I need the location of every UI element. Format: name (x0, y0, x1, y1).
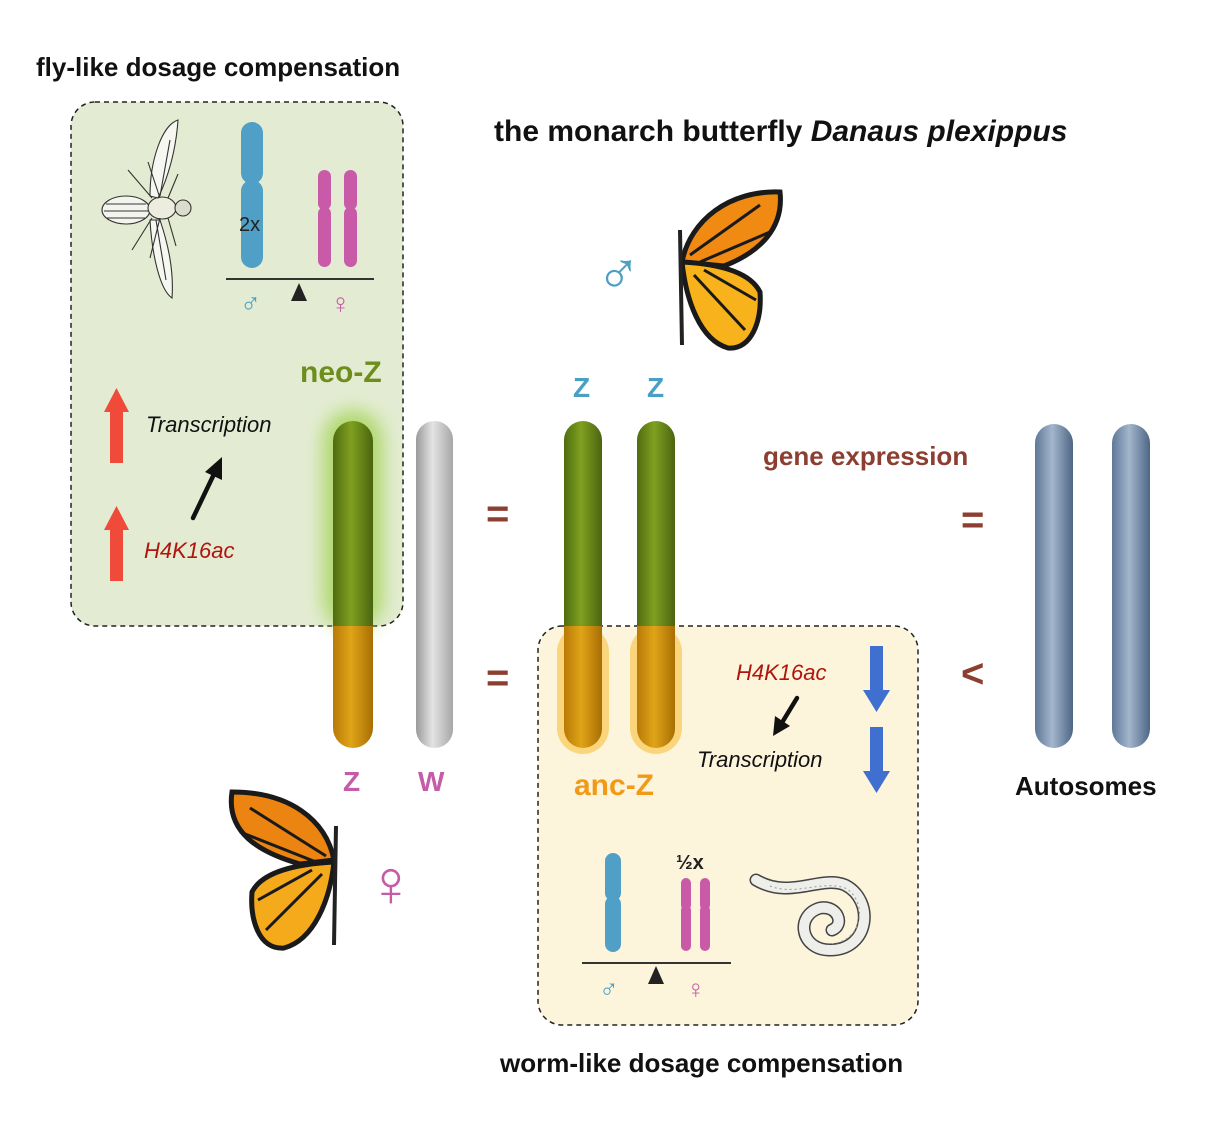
fruit-fly-illustration (101, 119, 192, 299)
gene-expression-label: gene expression (763, 441, 969, 471)
nematode-worm-illustration (749, 873, 871, 957)
fly-transcription-label: Transcription (146, 412, 272, 437)
worm-female-symbol: ♀ (686, 974, 706, 1004)
less-than-sign: < (961, 652, 985, 696)
transcription-down-arrow (863, 727, 890, 793)
worm-balance-fulcrum (648, 966, 664, 984)
male-z2-label: Z (647, 372, 665, 403)
h4k16ac-down-arrow (863, 646, 890, 712)
h4k16ac-up-arrow (104, 506, 129, 581)
male-z1-chromosome (564, 421, 602, 748)
main-title: the monarch butterfly Danaus plexippus (494, 115, 1067, 149)
female-w-label: W (418, 766, 445, 797)
worm-h4k16ac-label: H4K16ac (736, 660, 827, 685)
fly-male-x-chromosome (241, 122, 263, 268)
female-z-label: Z (343, 766, 361, 797)
autosome-2 (1112, 424, 1150, 748)
anc-z-label: anc-Z (574, 769, 655, 802)
male-z1-label: Z (573, 372, 591, 403)
male-z2-chromosome (637, 421, 675, 748)
male-monarch-butterfly (678, 189, 783, 351)
main-title-species: Danaus plexippus (810, 115, 1068, 148)
equals-sign-anc: = (486, 656, 510, 700)
fly-like-title: fly-like dosage compensation (36, 52, 401, 82)
fly-male-symbol: ♂ (240, 288, 261, 319)
autosomes-label: Autosomes (1015, 771, 1157, 801)
worm-male-x-chromosome (605, 853, 621, 952)
fly-causal-arrow (190, 457, 222, 521)
fly-balance-fulcrum (291, 283, 307, 301)
worm-causal-arrow (773, 695, 800, 736)
w-chromosome (416, 421, 453, 748)
fly-h4k16ac-label: H4K16ac (144, 538, 235, 563)
male-sex-symbol: ♂ (596, 240, 641, 307)
worm-transcription-label: Transcription (697, 747, 823, 772)
female-monarch-butterfly (228, 789, 338, 951)
autosome-1 (1035, 424, 1073, 748)
main-title-prefix: the monarch butterfly (494, 115, 811, 148)
neo-z-label: neo-Z (300, 356, 382, 389)
equals-sign-autosome: = (961, 498, 985, 542)
worm-like-title: worm-like dosage compensation (500, 1048, 904, 1078)
fly-female-xx-chromosomes (318, 170, 357, 267)
fly-dose-label: 2x (239, 214, 261, 236)
worm-male-symbol: ♂ (599, 974, 619, 1004)
worm-female-xx-chromosomes (681, 878, 710, 951)
transcription-up-arrow (104, 388, 129, 463)
worm-dose-label: ½x (676, 852, 704, 874)
female-z-chromosome (333, 421, 373, 748)
female-sex-symbol: ♀ (366, 846, 416, 920)
fly-female-symbol: ♀ (330, 288, 351, 319)
equals-sign-neo: = (486, 492, 510, 536)
